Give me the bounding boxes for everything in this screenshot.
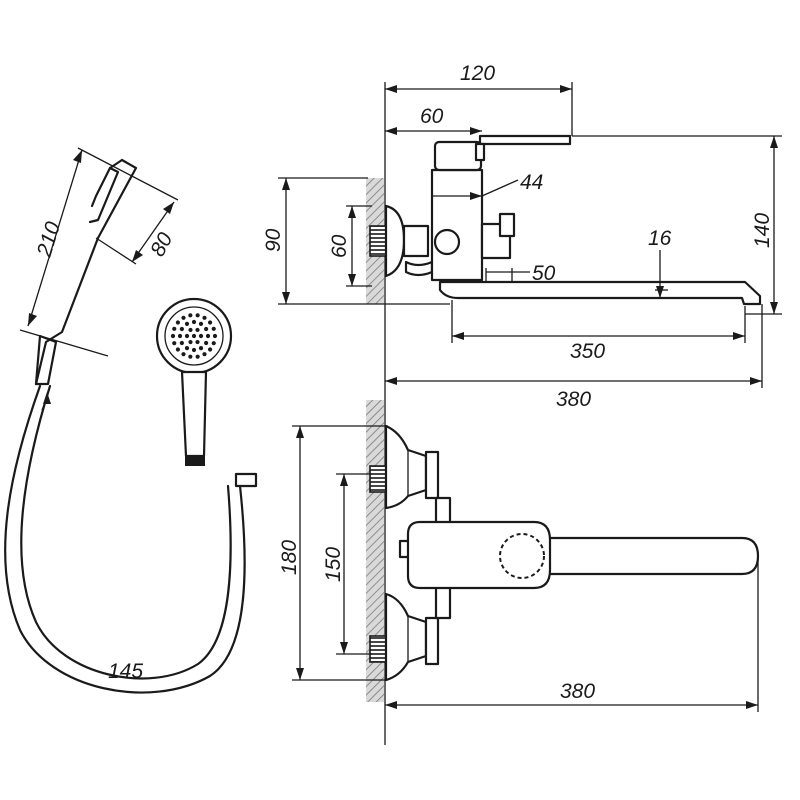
nozzle-dot: [172, 326, 177, 331]
nozzle-dot: [195, 354, 200, 359]
eccentric-body: [402, 224, 430, 258]
upper-thread: [369, 465, 387, 493]
dim-60-top: 60: [420, 105, 444, 128]
shower-handle-outline: [34, 158, 138, 386]
nozzle-dot: [188, 354, 193, 359]
dim-145: 145: [108, 660, 143, 683]
dim-80: 80: [146, 229, 177, 261]
nozzle-dot: [188, 339, 193, 345]
dim-210: 210: [32, 219, 65, 260]
shower-handle-view: 210 80 145: [4, 147, 258, 694]
shower-hose: [4, 384, 246, 694]
nozzle-dot: [191, 347, 197, 353]
nozzle-dot: [207, 320, 213, 325]
nozzle-dot: [198, 321, 204, 326]
nozzle-dot: [191, 319, 197, 325]
cartridge-cap: [433, 140, 483, 172]
dim-90: 90: [262, 228, 285, 252]
nozzle-dot: [195, 339, 200, 345]
dim-140: 140: [751, 213, 774, 248]
nozzle-dot: [195, 327, 200, 333]
nozzle-dot: [211, 326, 216, 331]
nozzle-dot: [181, 315, 186, 320]
nozzle-dot: [188, 327, 193, 333]
upper-nut: [384, 424, 428, 510]
nozzle-dot: [188, 313, 193, 318]
nozzle-dot: [204, 326, 209, 332]
dim-60-side: 60: [328, 234, 351, 258]
dim-380-top: 380: [560, 680, 595, 703]
eccentric-thread: [369, 225, 387, 257]
dim-180: 180: [278, 540, 301, 575]
hose-nut: [234, 472, 258, 488]
cartridge-dashed-circle: [499, 533, 545, 579]
dim-120: 120: [460, 62, 495, 85]
dim-350: 350: [570, 340, 605, 363]
nozzle-dot: [177, 333, 183, 339]
body-round-boss: [433, 228, 461, 256]
nozzle-dot: [179, 326, 184, 332]
nozzle-dot: [179, 340, 184, 346]
nozzle-dot: [211, 341, 216, 346]
upper-connector: [424, 450, 440, 500]
nozzle-dot: [181, 352, 186, 357]
nozzle-dot: [198, 333, 204, 339]
shower-head-connector: [185, 456, 205, 466]
nozzle-dot: [202, 352, 207, 357]
nozzle-dot: [212, 333, 218, 339]
shower-head-handle: [180, 370, 208, 458]
nozzle-dot: [175, 347, 181, 352]
nozzle-dot: [172, 341, 177, 346]
eccentric-nut: [384, 204, 406, 278]
nozzle-dot: [175, 320, 181, 325]
nozzle-dot: [170, 333, 176, 339]
lower-thread: [369, 635, 387, 663]
dim-380-side: 380: [556, 388, 591, 411]
eccentric-flange: [404, 260, 434, 277]
nozzle-dot: [205, 333, 211, 339]
shower-nozzles: [170, 313, 218, 359]
nozzle-dot: [184, 333, 190, 339]
dim-16: 16: [648, 227, 672, 250]
mixer-body: [430, 168, 484, 282]
nozzle-dot: [195, 313, 200, 318]
nozzle-dot: [184, 321, 190, 326]
nozzle-dot: [204, 340, 209, 346]
dim-150: 150: [322, 547, 345, 582]
dim-44: 44: [520, 171, 543, 194]
spout-top: [538, 536, 760, 576]
top-view: 180 150 380: [278, 400, 760, 712]
nozzle-dot: [202, 315, 207, 320]
diverter-knob: [498, 212, 516, 238]
lever-top: [406, 520, 552, 590]
nozzle-dot: [184, 346, 190, 351]
nozzle-dot: [191, 333, 197, 339]
shower-head: [155, 297, 233, 466]
side-view: 120 60 44 90 60 140 16 50: [262, 62, 782, 745]
lever-side: [478, 134, 572, 146]
nozzle-dot: [198, 346, 204, 351]
dim-50: 50: [532, 262, 556, 285]
lower-nut: [384, 592, 428, 682]
spout-side: [438, 280, 762, 306]
shower-handle-neck: [34, 334, 58, 386]
lower-connector: [424, 616, 440, 666]
nozzle-dot: [207, 347, 213, 352]
lever-knob: [474, 142, 486, 162]
